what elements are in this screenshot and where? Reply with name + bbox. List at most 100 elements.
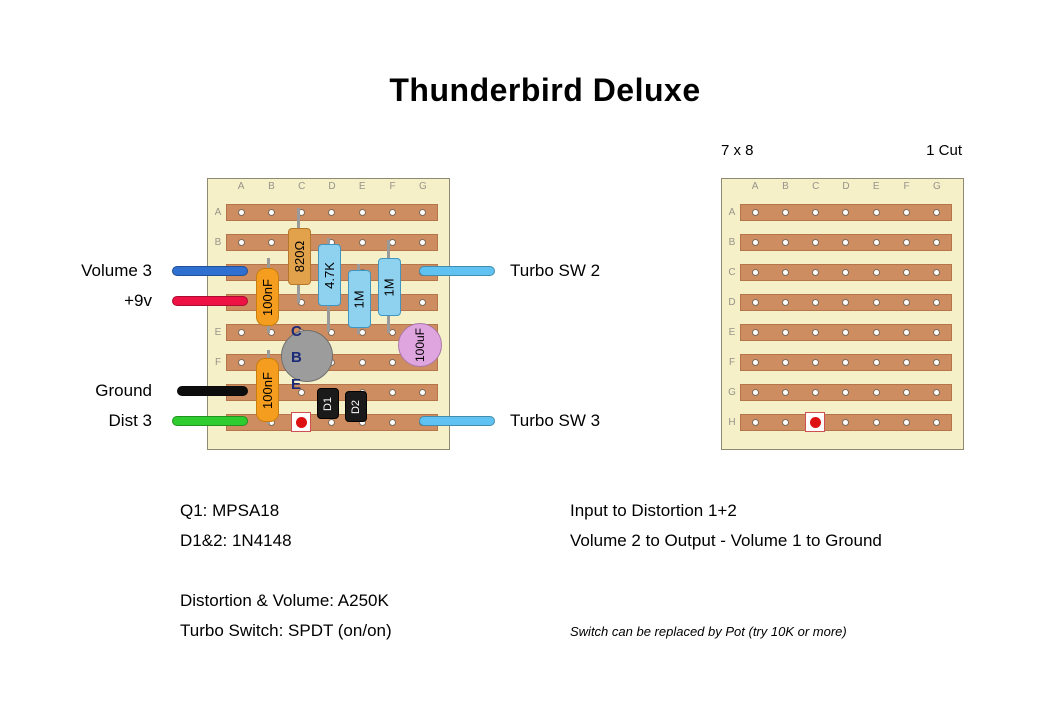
hole-FE [902, 329, 910, 336]
hole-AF [238, 359, 245, 366]
column-label-G: G [932, 181, 941, 192]
board-row-B: B [208, 234, 451, 251]
component-leg [267, 258, 270, 270]
column-label-A: A [237, 181, 245, 192]
board-row-B: B [722, 234, 965, 251]
row-label-D: D [728, 297, 736, 308]
label-dist3: Dist 3 [108, 411, 152, 430]
label-9v: +9v [124, 291, 152, 310]
hole-BH [782, 419, 790, 426]
hole-BD [782, 299, 790, 306]
hole-DA [842, 209, 850, 216]
hole-GG [932, 389, 940, 396]
wire-ground [177, 386, 248, 396]
hole-AE [238, 329, 245, 336]
component-leg [327, 306, 330, 332]
board-size-label: 7 x 8 [721, 142, 754, 159]
hole-GD [932, 299, 940, 306]
hole-GD [418, 299, 426, 306]
column-label-G: G [418, 181, 427, 192]
board-row-G: G [722, 384, 965, 401]
hole-FG [388, 389, 396, 396]
hole-BB [782, 239, 790, 246]
row-label-A: A [728, 207, 736, 218]
hole-FC [902, 269, 910, 276]
label-turbo-sw2: Turbo SW 2 [510, 261, 601, 280]
hole-EC [872, 269, 880, 276]
hole-DE [328, 329, 336, 336]
note-output: Volume 2 to Output - Volume 1 to Ground [570, 531, 882, 550]
cut-marker [291, 412, 311, 432]
hole-FD [902, 299, 910, 306]
resistor-1m-right: 1M [378, 258, 401, 316]
copper-strip-E [740, 324, 952, 341]
row-label-F: F [728, 357, 736, 368]
page-title: Thunderbird Deluxe [389, 72, 701, 108]
hole-FH [902, 419, 910, 426]
column-label-F: F [903, 181, 910, 192]
right-board-caption: 7 x 8 1 Cut [721, 142, 962, 159]
hole-CF [812, 359, 820, 366]
component-leg [387, 316, 390, 333]
hole-AG [752, 389, 759, 396]
row-label-H: H [728, 417, 736, 428]
hole-BB [268, 239, 276, 246]
hole-GG [418, 389, 426, 396]
hole-DF [842, 359, 850, 366]
diode-d2: D2 [345, 391, 367, 422]
hole-CB [812, 239, 820, 246]
hole-EF [872, 359, 880, 366]
hole-CG [298, 389, 306, 396]
wire-9v [172, 296, 248, 306]
diode-d2-label: D2 [350, 399, 362, 414]
hole-GA [418, 209, 426, 216]
board-row-H: H [722, 414, 965, 431]
board-row-C: C [722, 264, 965, 281]
copper-strip-A [226, 204, 438, 221]
column-label-B: B [268, 181, 275, 192]
transistor-q1 [281, 330, 333, 382]
cut-marker [805, 412, 825, 432]
copper-strip-F [740, 354, 952, 371]
label-volume3: Volume 3 [81, 261, 152, 280]
hole-FF [388, 359, 396, 366]
hole-DC [842, 269, 850, 276]
hole-AB [752, 239, 759, 246]
component-leg [297, 208, 300, 230]
hole-GE [932, 329, 940, 336]
column-label-D: D [842, 181, 850, 192]
column-label-A: A [751, 181, 759, 192]
hole-AE [752, 329, 759, 336]
hole-EG [872, 389, 880, 396]
hole-AD [752, 299, 759, 306]
board-row-D: D [722, 294, 965, 311]
board-row-E: E [722, 324, 965, 341]
resistor-4k7: 4.7K [318, 244, 341, 306]
row-label-B: B [214, 237, 222, 248]
board-row-A: A [722, 204, 965, 221]
hole-CA [812, 209, 820, 216]
component-leg [357, 264, 360, 272]
capacitor-100nf-bottom: 100nF [256, 358, 279, 422]
component-leg [267, 324, 270, 333]
transistor-pin-e-label: E [291, 376, 302, 393]
copper-strip-B [226, 234, 438, 251]
label-turbo-sw3: Turbo SW 3 [510, 411, 601, 430]
hole-FH [388, 419, 396, 426]
component-leg [297, 285, 300, 303]
hole-AH [752, 419, 759, 426]
component-leg [327, 238, 330, 246]
resistor-820ohm: 820Ω [288, 228, 311, 285]
hole-FF [902, 359, 910, 366]
resistor-1m-right-label: 1M [382, 277, 397, 297]
row-label-G: G [728, 387, 736, 398]
diode-d1: D1 [317, 388, 339, 419]
label-ground: Ground [95, 381, 152, 400]
capacitor-100nf-bottom-label: 100nF [260, 371, 275, 409]
copper-strip-D [740, 294, 952, 311]
component-leg [267, 350, 270, 360]
